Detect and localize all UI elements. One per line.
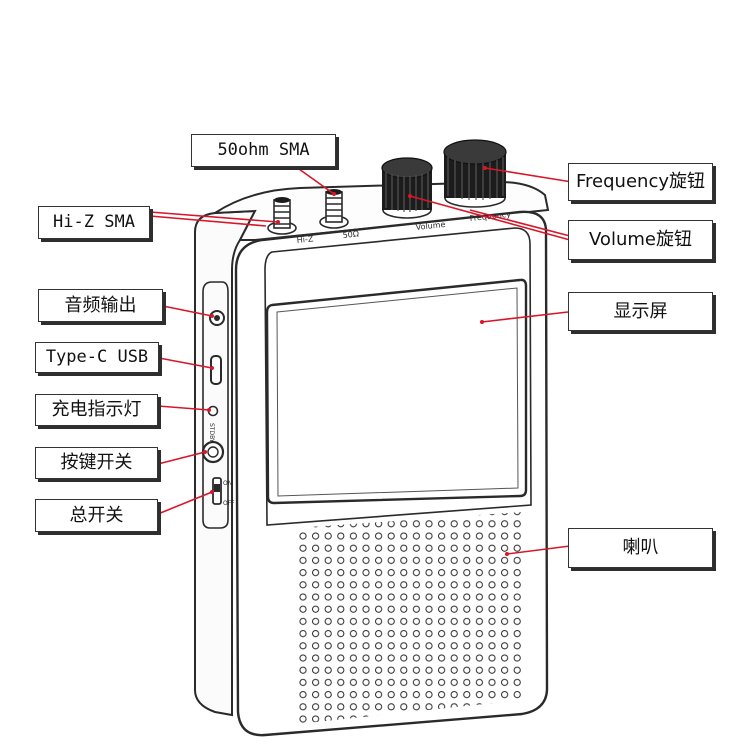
arrow-hiz-sma-1: [149, 211, 279, 223]
arrow-volume-knob: [409, 195, 571, 241]
arrow-frequency-knob: [484, 167, 573, 183]
volume-knob: [381, 157, 433, 219]
arrow-type-c: [158, 357, 213, 369]
arrow-volume-knob-2: [469, 209, 571, 237]
on-marking: ON: [223, 480, 232, 487]
label-volume-knob: Volume旋钮: [568, 220, 713, 260]
arrow-audio-out: [162, 305, 213, 317]
display-screen: [265, 278, 528, 505]
off-marking: OFF: [223, 500, 235, 507]
front-panel-inset: [264, 227, 532, 526]
arrow-display: [481, 311, 569, 323]
standby-marking: STDBY: [208, 423, 215, 443]
sma-50ohm-connector: [319, 189, 349, 229]
arrow-charge-led: [157, 405, 210, 411]
callout-arrows: [149, 163, 573, 555]
arrow-main-switch: [157, 491, 213, 515]
arrow-speaker: [506, 545, 571, 555]
label-main-switch: 总开关: [35, 499, 158, 532]
speaker-grille: [296, 512, 522, 724]
sma50-marking: 50Ω: [342, 229, 359, 240]
frequency-knob: [443, 139, 507, 208]
arrow-50ohm-sma: [291, 163, 335, 195]
label-charge-led: 充电指示灯: [35, 394, 158, 426]
label-frequency-knob: Frequency旋钮: [568, 163, 713, 201]
label-display: 显示屏: [568, 292, 713, 331]
label-type-c-usb: Type-C USB: [35, 342, 159, 373]
hiz-marking: Hi-Z: [296, 234, 314, 245]
usb-c-port: [210, 355, 222, 385]
volume-marking: Volume: [415, 220, 446, 232]
label-hiz-sma: Hi-Z SMA: [38, 206, 150, 239]
arrow-heads: [203, 166, 509, 556]
label-50ohm-sma: 50ohm SMA: [191, 134, 336, 167]
side-port-panel: [202, 281, 229, 529]
label-speaker: 喇叭: [568, 528, 713, 568]
label-button-switch: 按键开关: [35, 447, 158, 479]
label-audio-out: 音频输出: [38, 289, 163, 322]
arrow-hiz-sma-2: [149, 215, 267, 227]
arrow-button-switch: [157, 451, 206, 465]
